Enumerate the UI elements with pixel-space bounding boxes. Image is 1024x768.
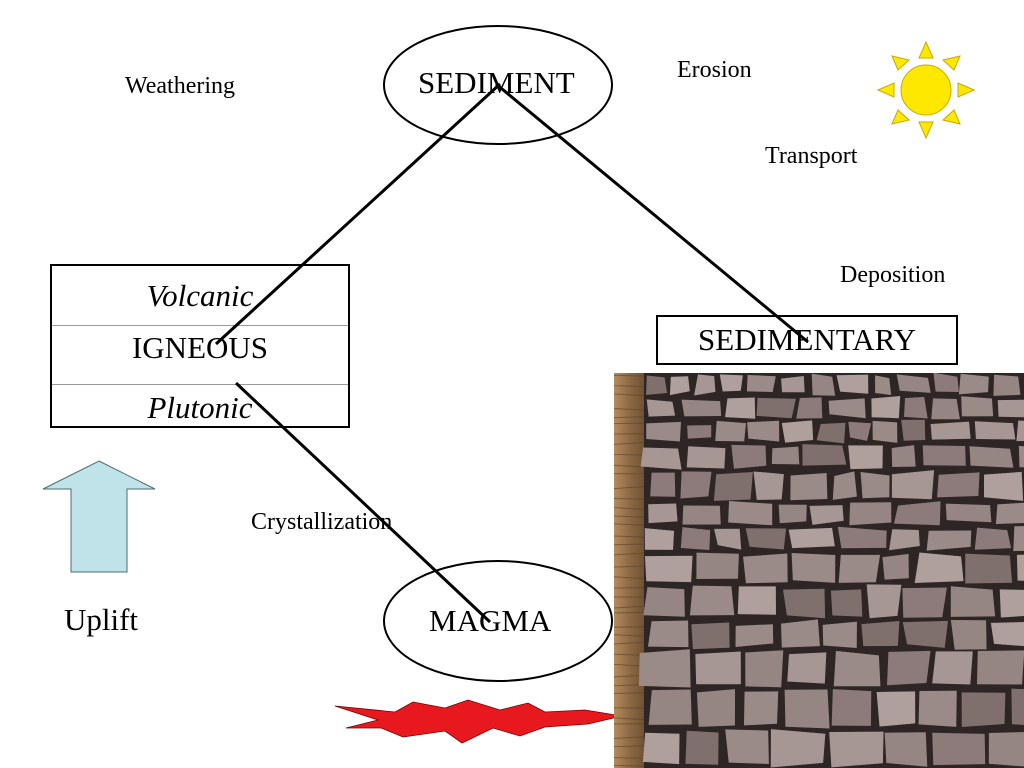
deposition-label: Deposition xyxy=(840,262,946,288)
heat-burst-icon xyxy=(334,699,623,744)
sun-icon xyxy=(876,40,976,140)
uplift-label: Uplift xyxy=(64,602,139,637)
up-arrow-icon xyxy=(42,460,156,573)
cracked-mud-photo xyxy=(614,373,1024,768)
sediment-label: SEDIMENT xyxy=(418,65,575,100)
plutonic-label: Plutonic xyxy=(147,390,253,425)
sedimentary-box: SEDIMENTARY xyxy=(656,315,958,365)
igneous-divider-bottom xyxy=(52,384,348,385)
igneous-box: Volcanic IGNEOUS Plutonic xyxy=(50,264,350,428)
volcanic-label: Volcanic xyxy=(146,278,254,313)
erosion-label: Erosion xyxy=(677,57,752,83)
weathering-label: Weathering xyxy=(125,73,236,99)
magma-label: MAGMA xyxy=(429,603,552,638)
crystallization-label: Crystallization xyxy=(251,509,393,535)
igneous-label: IGNEOUS xyxy=(131,330,269,365)
transport-label: Transport xyxy=(765,143,858,169)
sedimentary-label: SEDIMENTARY xyxy=(698,322,916,357)
cracked-mud-image xyxy=(614,373,1024,768)
igneous-divider-top xyxy=(52,325,348,326)
